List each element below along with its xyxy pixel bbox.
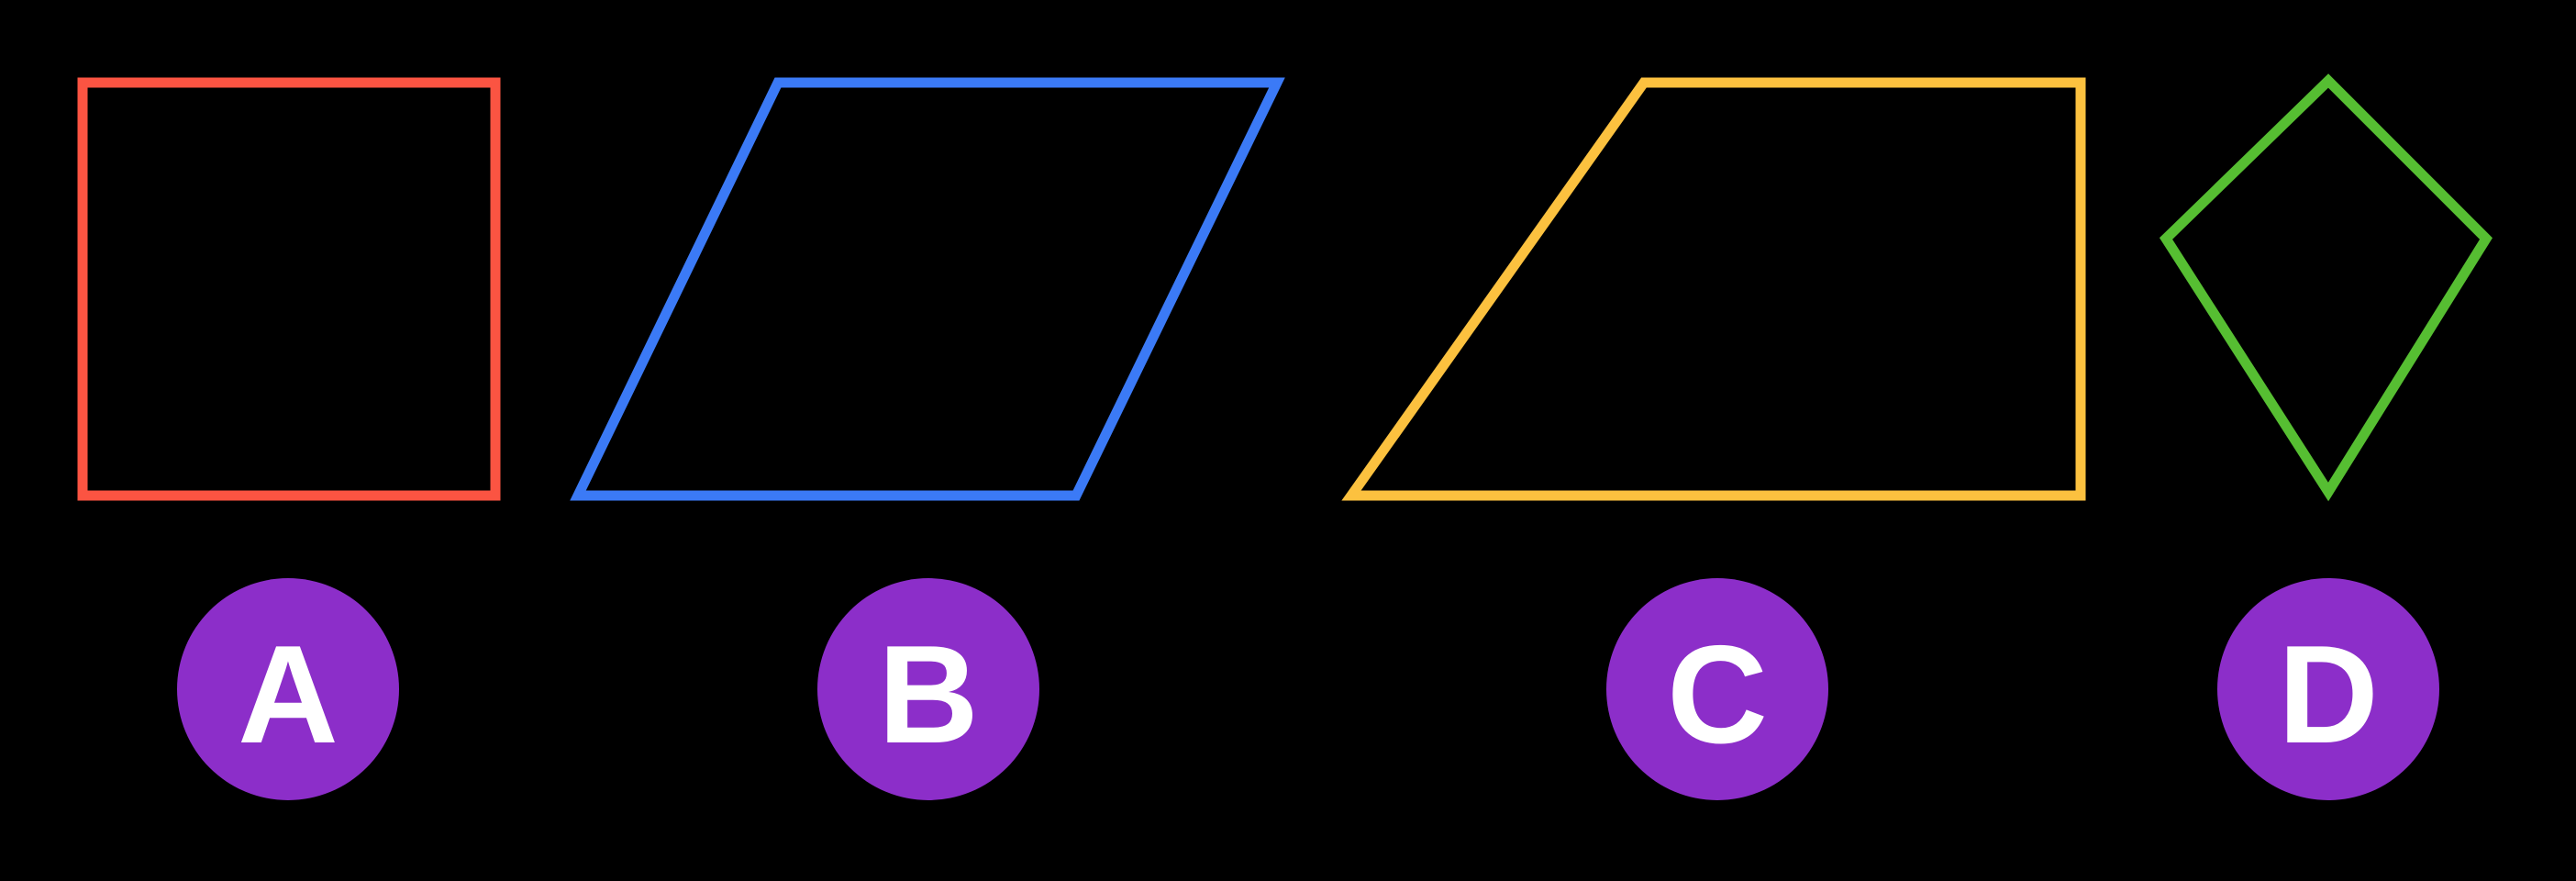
option-d-circle[interactable]	[2217, 578, 2439, 800]
option-c-label: C	[1667, 617, 1768, 773]
option-d-label: D	[2278, 617, 2379, 773]
option-badge-b[interactable]: B	[817, 578, 1039, 800]
option-c-circle[interactable]	[1606, 578, 1828, 800]
option-b-label: B	[878, 617, 979, 773]
parallelogram-shape	[570, 77, 1285, 501]
option-badge-a[interactable]: A	[177, 578, 399, 800]
option-b-circle[interactable]	[817, 578, 1039, 800]
trapezoid-shape	[1341, 77, 2086, 501]
option-a-label: A	[238, 617, 339, 773]
option-a-circle[interactable]	[177, 578, 399, 800]
option-badge-d[interactable]: D	[2217, 578, 2439, 800]
option-badge-c[interactable]: C	[1606, 578, 1828, 800]
square-shape	[77, 77, 501, 501]
kite-shape	[2159, 73, 2493, 502]
